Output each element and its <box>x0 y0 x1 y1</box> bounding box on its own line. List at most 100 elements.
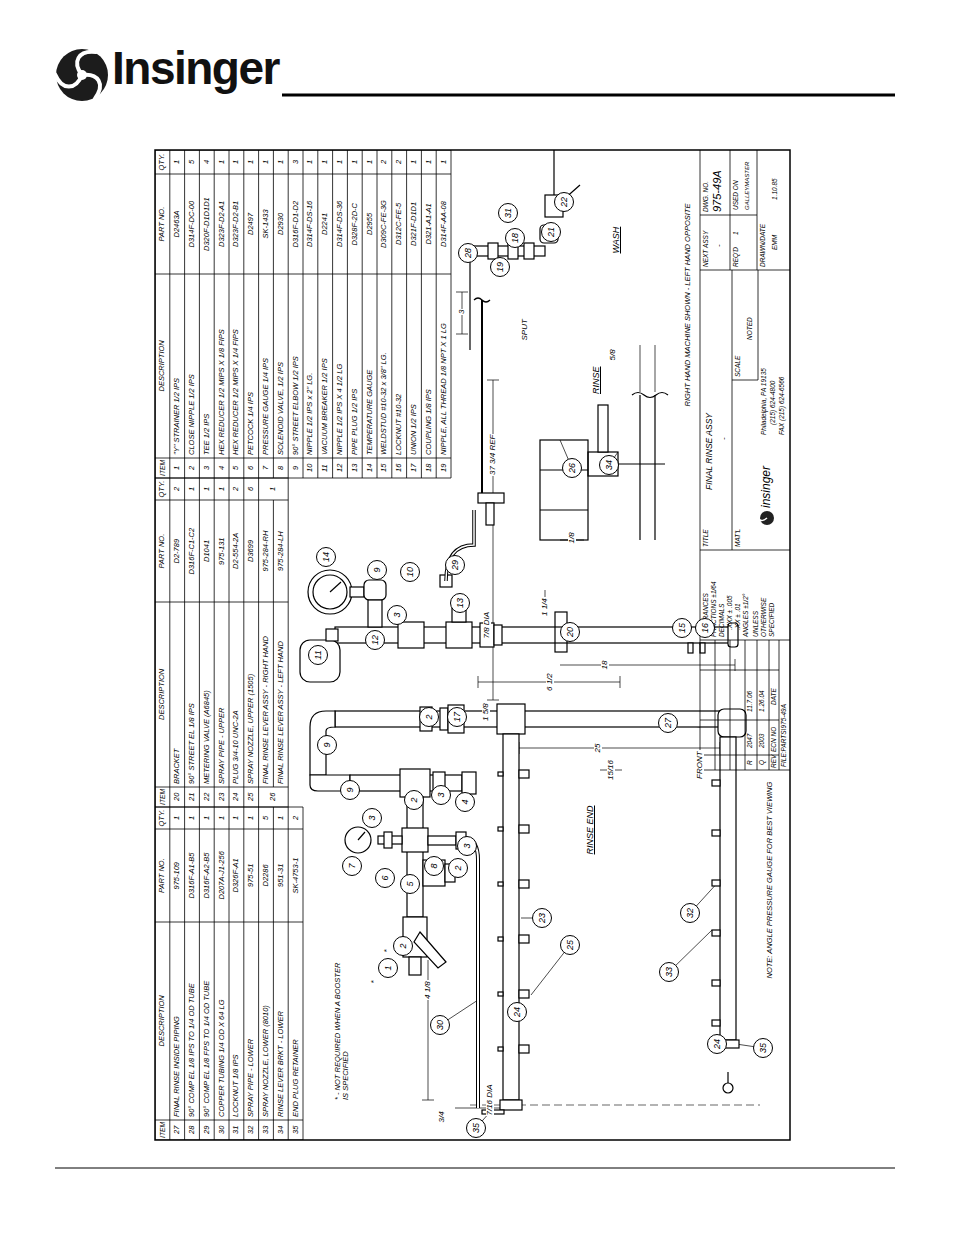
parts-table-cell: 6 <box>247 487 255 491</box>
parts-table-cell: SOLENOID VALVE, 1/2 IPS <box>277 362 285 455</box>
grid-line <box>406 150 407 478</box>
grid-line <box>347 150 348 478</box>
dimension-line <box>422 292 760 1108</box>
title-block-text: DATE <box>771 688 778 705</box>
piping <box>368 600 382 627</box>
dimension-line <box>487 700 499 701</box>
title-block-text: DECIMALS <box>719 604 726 637</box>
copper-tube <box>446 510 478 1108</box>
dimension-line <box>519 748 720 749</box>
grid-line <box>155 458 451 459</box>
parts-table-cell: 1 <box>173 816 181 820</box>
parts-table-cell: 23 <box>218 793 226 801</box>
callout-bubble: 15 <box>672 618 692 638</box>
piping <box>712 780 720 786</box>
callout-bubble: 23 <box>532 908 552 928</box>
parts-table-cell: HEX REDUCER 1/2 MIPS X 1/8 FIPS <box>218 329 226 455</box>
callout-bubble: 16 <box>695 618 715 638</box>
grid-line <box>273 500 274 787</box>
title-block-text: (215) 624-4800 <box>770 381 777 425</box>
parts-table-cell: PART NO. <box>158 534 166 569</box>
title-block-text: R <box>747 760 754 765</box>
callout-bubble: 2 <box>448 858 468 878</box>
drawing-label: 1 5/8 <box>482 702 490 722</box>
parts-table-cell: 11 <box>321 464 329 472</box>
grid-line <box>757 640 758 770</box>
callout-number: 5 <box>406 882 415 887</box>
grid-line <box>288 807 289 1140</box>
piping <box>313 575 347 609</box>
grid-line <box>700 215 757 216</box>
parts-table-cell: 20 <box>173 793 181 801</box>
parts-table-cell: "Y" STRAINER 1/2 IPS <box>173 378 181 455</box>
drawing-label: 7/16 DIA <box>486 1083 494 1116</box>
piping <box>308 570 352 614</box>
title-block-text: .XX ± .01 <box>735 603 742 630</box>
grid-line <box>730 150 731 270</box>
grid-line <box>303 807 304 1140</box>
callout-number: 29 <box>451 560 460 570</box>
drawing-label: 1/8 <box>568 531 576 544</box>
parts-table-cell: D320F-D1D1D1 <box>203 197 211 251</box>
parts-table-cell: D2497 <box>247 213 255 235</box>
piping <box>723 1083 733 1093</box>
piping <box>402 828 428 852</box>
piping <box>519 770 529 778</box>
grid-line <box>745 640 746 770</box>
callout-number: 24 <box>713 1039 722 1049</box>
piping <box>409 957 421 975</box>
parts-table-cell: 1 <box>277 816 285 820</box>
piping <box>462 772 476 794</box>
grid-line <box>155 807 156 1140</box>
grid-line <box>155 787 288 788</box>
title-block-text: Philadelphia, PA 19135 <box>761 368 768 435</box>
callout-number: 27 <box>664 718 673 728</box>
parts-table-cell: 35 <box>292 1126 300 1134</box>
drawing-note: RIGHT HAND MACHINE SHOWN - LEFT HAND OPP… <box>684 203 692 408</box>
dimension-line <box>478 676 479 688</box>
drawing-note: * - NOT REQUIRED WHEN A BOOSTER IS SPECI… <box>334 959 350 1101</box>
grid-line <box>243 478 244 807</box>
drawing-label: 37 3/4 REF <box>489 434 497 476</box>
parts-table-cell: 975-131 <box>218 537 226 565</box>
piping <box>618 463 665 464</box>
drawing-label: 5/8 <box>609 348 617 361</box>
piping <box>498 1047 503 1051</box>
grid-line <box>258 150 259 478</box>
title-block-text: MAT'L <box>735 529 742 547</box>
drawing-label: RINSE END <box>586 804 595 855</box>
piping <box>639 395 640 540</box>
piping <box>498 937 503 941</box>
grid-line <box>700 670 779 671</box>
parts-table-cell: 1 <box>218 816 226 820</box>
dimension-line <box>545 590 546 597</box>
parts-table-cell: CLOSE NIPPLE 1/2 IPS <box>188 374 196 455</box>
parts-table-cell: D3699 <box>247 540 255 562</box>
parts-table-cell: 28 <box>188 1126 196 1134</box>
grid-line <box>732 270 733 550</box>
parts-table-cell: 2 <box>380 160 388 164</box>
piping <box>718 709 746 737</box>
callout-number: 35 <box>472 1123 481 1133</box>
parts-table-cell: BRACKET <box>173 749 181 784</box>
parts-table-cell: UNION 1/2 IPS <box>410 404 418 455</box>
callout-number: 25 <box>566 940 575 950</box>
piping <box>494 625 502 645</box>
piping <box>503 734 519 1100</box>
drawing-frame <box>155 150 790 1140</box>
brand-logo: Insinger <box>112 44 279 92</box>
grid-line <box>184 478 185 807</box>
drawing-label: * <box>370 979 378 984</box>
callout-number: 17 <box>453 712 462 722</box>
title-block-text: USED ON <box>733 180 740 210</box>
parts-table-cell: 1 <box>188 816 196 820</box>
grid-line <box>155 829 303 830</box>
parts-table-cell: 90° STREET EL 1/8 IPS <box>188 703 196 784</box>
callout-number: 30 <box>436 1020 445 1030</box>
dimension-line <box>487 380 499 381</box>
parts-table-cell: WELDSTUD #10-32 x 3/8" LG. <box>380 352 388 455</box>
parts-table-cell: 90° COMP EL 1/8 IPS TO 1/4 OD TUBE <box>188 983 196 1117</box>
drawing-note: NOTE: ANGLE PRESSURE GAUGE FOR BEST VIEW… <box>766 781 774 980</box>
parts-table-cell: D314F-DS-36 <box>336 201 344 247</box>
callout-number: 9 <box>323 743 332 748</box>
